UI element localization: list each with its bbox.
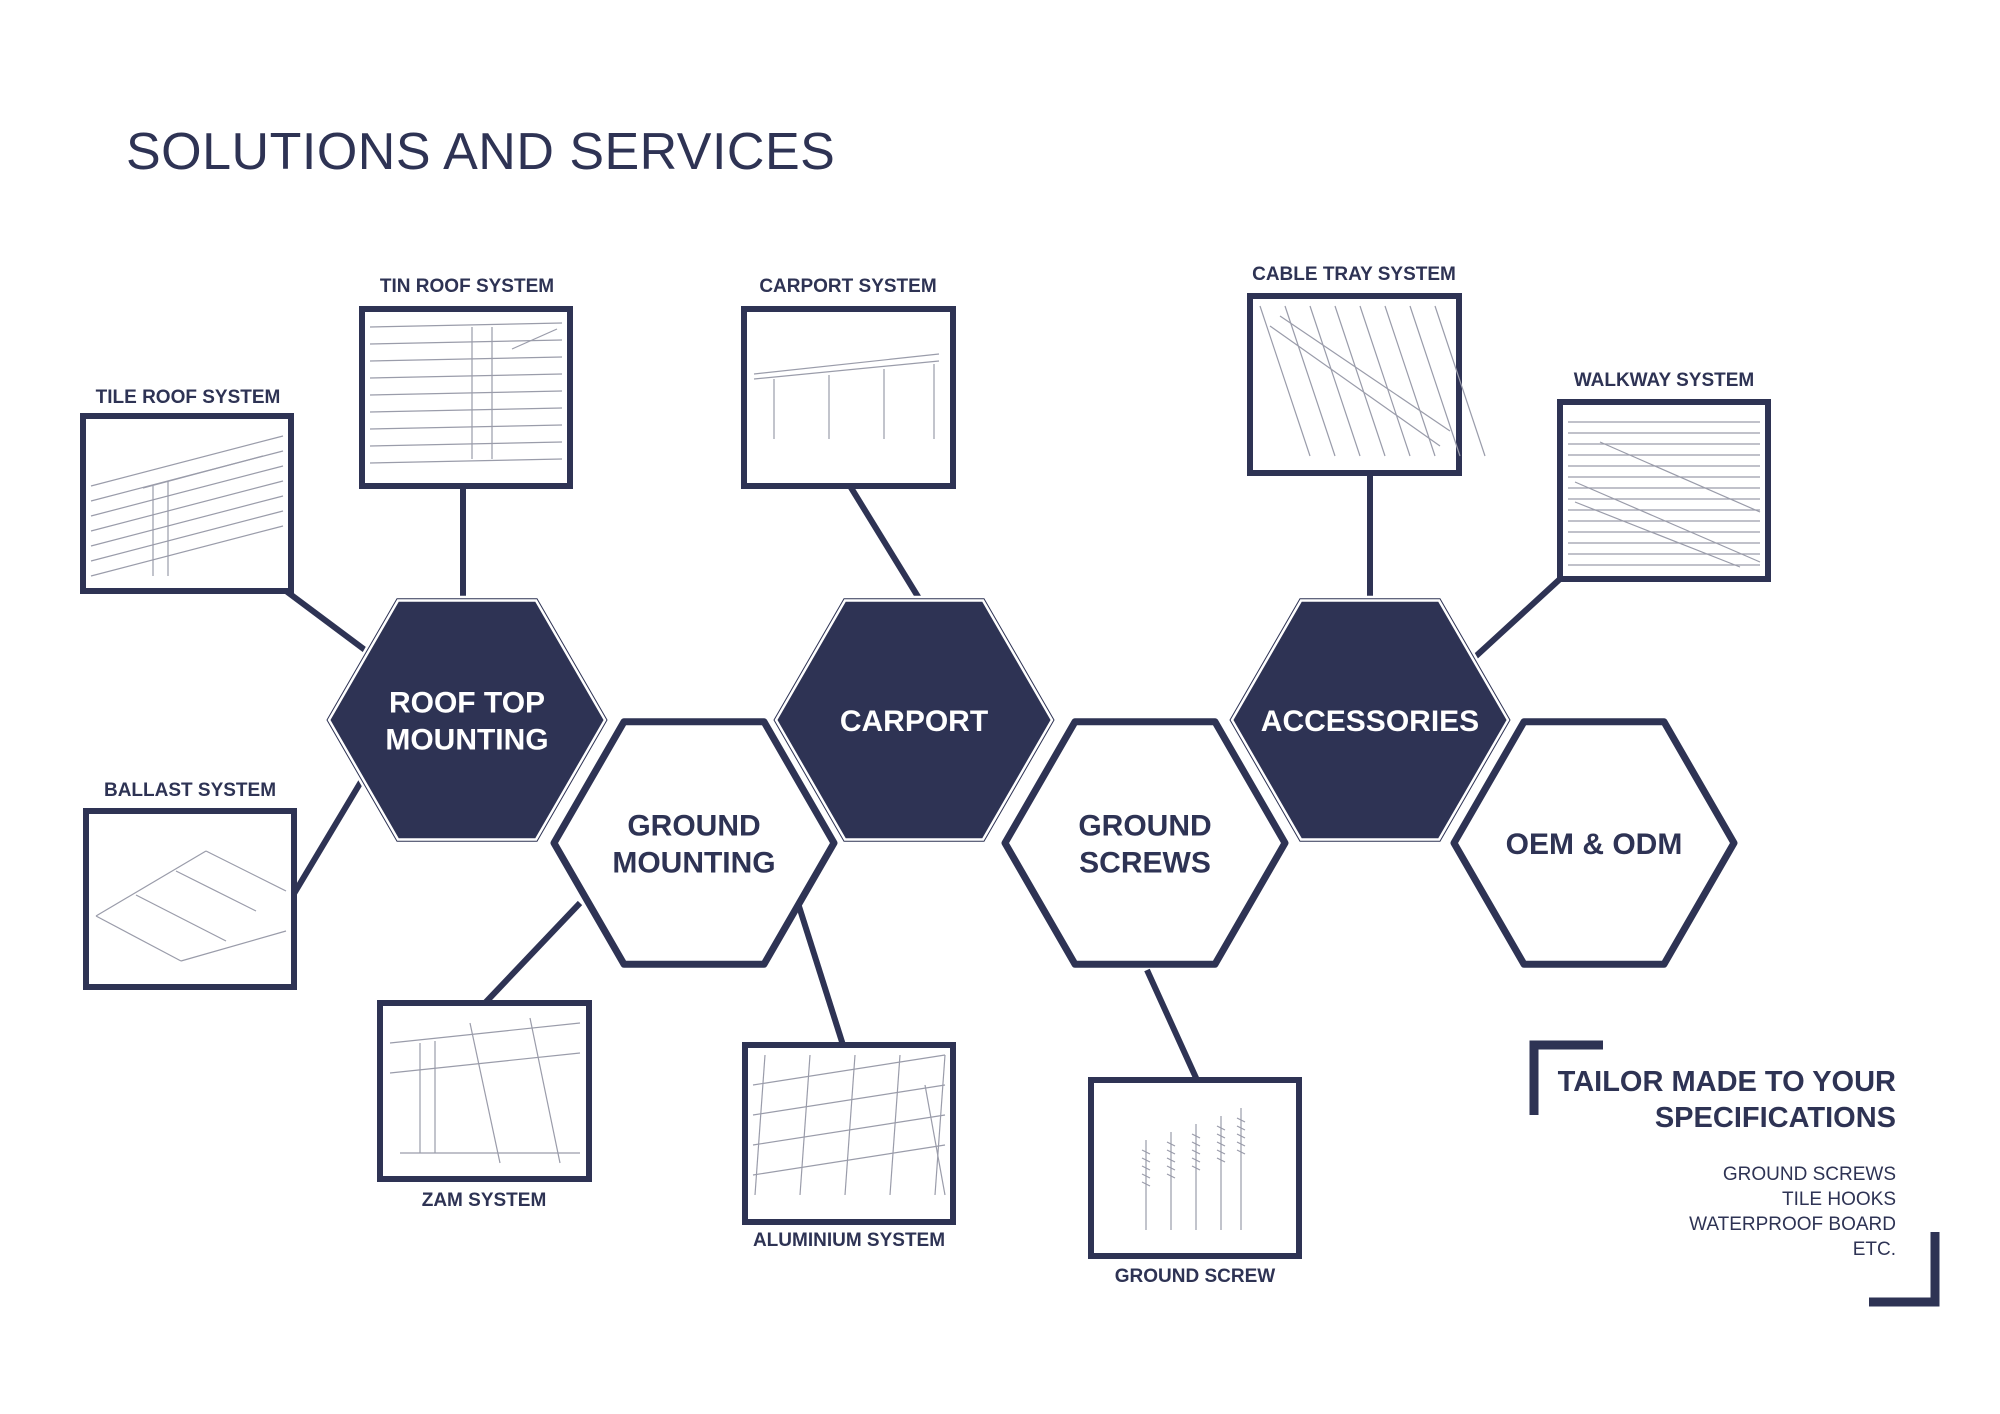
hexagon-label: SCREWS [1079, 847, 1211, 880]
system-box-cable-tray-system[interactable]: CABLE TRAY SYSTEM [1247, 264, 1486, 476]
hexagon-outline [326, 598, 608, 842]
hexagon-outline [1229, 598, 1511, 842]
connector-line [289, 778, 365, 899]
system-box-frame [83, 808, 297, 990]
zam-sketch-icon [389, 1017, 581, 1164]
system-box-tile-roof-system[interactable]: TILE ROOF SYSTEM [80, 387, 294, 594]
corner-brackets [1529, 1040, 1940, 1307]
connector-line [482, 900, 583, 1006]
connector-line [847, 484, 923, 602]
tailor-made-section: TAILOR MADE TO YOUR SPECIFICATIONS GROUN… [1558, 1064, 1896, 1262]
hexagon-label: GROUND [627, 810, 760, 843]
tailor-item: GROUND SCREWS [1722, 1164, 1896, 1185]
page-title: SOLUTIONS AND SERVICES [126, 123, 836, 181]
tailor-item: ETC. [1852, 1239, 1896, 1260]
hexagon-shape [550, 718, 838, 968]
walkway-sketch-icon [1568, 421, 1761, 568]
system-box-aluminium-system[interactable]: ALUMINIUM SYSTEM [742, 1042, 956, 1251]
tailor-list: GROUND SCREWS TILE HOOKS WATERPROOF BOAR… [1558, 1162, 1896, 1262]
hexagon-label: ACCESSORIES [1261, 705, 1479, 738]
connector-line [794, 899, 846, 1046]
hexagon-shape [1001, 718, 1289, 968]
system-box-label: BALLAST SYSTEM [104, 780, 276, 801]
ballast-sketch-icon [95, 850, 287, 962]
aluminium-sketch-icon [752, 1054, 946, 1196]
hexagon-carport[interactable]: CARPORT [771, 595, 1057, 845]
hexagon-outline [773, 598, 1055, 842]
hexagon-shape [1450, 718, 1738, 968]
system-box-label: GROUND SCREW [1115, 1266, 1276, 1287]
bracket-top-left [1529, 1040, 1603, 1115]
system-box-tin-roof-system[interactable]: TIN ROOF SYSTEM [359, 276, 573, 489]
system-box-label: ZAM SYSTEM [422, 1190, 547, 1211]
tailor-title-line: SPECIFICATIONS [1654, 1102, 1896, 1134]
system-box-zam-system[interactable]: ZAM SYSTEM [377, 1000, 592, 1211]
system-box-label: CARPORT SYSTEM [759, 276, 936, 297]
ground-screw-sketch-icon [1141, 1108, 1246, 1230]
system-box-frame [741, 306, 956, 489]
connector-line [284, 588, 367, 653]
system-box-group: TILE ROOF SYSTEM TIN ROOF SYSTEM BALLAST S… [80, 264, 1771, 1287]
hexagon-oem-odm[interactable]: OEM & ODM [1450, 718, 1738, 968]
hexagon-accessories[interactable]: ACCESSORIES [1227, 595, 1513, 845]
system-box-walkway-system[interactable]: WALKWAY SYSTEM [1557, 370, 1771, 582]
system-box-frame [1247, 293, 1462, 476]
hexagon-label: MOUNTING [385, 724, 548, 757]
system-box-ground-screw[interactable]: GROUND SCREW [1088, 1077, 1302, 1287]
system-box-label: TILE ROOF SYSTEM [96, 387, 281, 408]
hexagon-label: OEM & ODM [1506, 828, 1683, 861]
cable-tray-sketch-icon [1259, 305, 1486, 457]
hexagon-label: ROOF TOP [389, 687, 545, 720]
system-box-ballast-system[interactable]: BALLAST SYSTEM [83, 780, 297, 990]
connector-line [1472, 576, 1563, 660]
tile-roof-sketch-icon [90, 435, 284, 577]
system-box-carport-system[interactable]: CARPORT SYSTEM [741, 276, 956, 489]
system-box-label: WALKWAY SYSTEM [1574, 370, 1755, 391]
system-box-label: ALUMINIUM SYSTEM [753, 1230, 945, 1251]
hexagon-shape [324, 595, 610, 845]
hexagon-ground-screws[interactable]: GROUND SCREWS [1001, 718, 1289, 968]
hexagon-roof-top-mounting[interactable]: ROOF TOP MOUNTING [324, 595, 610, 845]
connector-line [1144, 968, 1200, 1082]
tailor-item: TILE HOOKS [1781, 1189, 1896, 1210]
hexagon-label: CARPORT [840, 705, 988, 738]
tin-roof-sketch-icon [369, 322, 563, 464]
carport-sketch-icon [753, 353, 940, 439]
hexagon-ground-mounting[interactable]: GROUND MOUNTING [550, 718, 838, 968]
tailor-title-line: TAILOR MADE TO YOUR [1557, 1066, 1896, 1098]
connector-lines [284, 473, 1563, 1082]
hexagon-label: GROUND [1078, 810, 1211, 843]
tailor-title: TAILOR MADE TO YOUR SPECIFICATIONS [1558, 1064, 1896, 1136]
system-box-label: TIN ROOF SYSTEM [380, 276, 554, 297]
system-box-label: CABLE TRAY SYSTEM [1252, 264, 1456, 285]
hexagon-label: MOUNTING [612, 847, 775, 880]
hexagon-group: ROOF TOPMOUNTINGGROUNDMOUNTINGCARPORTGRO… [324, 595, 1738, 968]
tailor-item: WATERPROOF BOARD [1689, 1214, 1896, 1235]
bracket-bottom-right [1869, 1232, 1940, 1307]
